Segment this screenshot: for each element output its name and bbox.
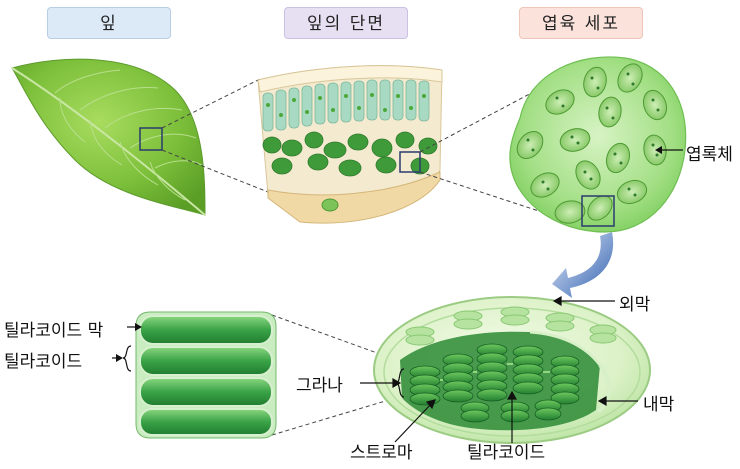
panel-label-mesophyll-cell: 엽육 세포 xyxy=(519,7,643,39)
thylakoid-stack-illustration xyxy=(112,311,277,439)
label-thylakoid: 틸라코이드 xyxy=(467,443,546,463)
grana-stacks xyxy=(409,343,580,423)
leaf-zoom-box xyxy=(139,127,163,151)
label-outer-membrane: 외막 xyxy=(619,295,651,315)
panel-label-leaf-section: 잎의 단면 xyxy=(284,7,408,39)
label-thylakoid-membrane: 틸라코이드 막 xyxy=(4,321,104,341)
label-grana: 그라나 xyxy=(296,376,343,396)
cell-zoom-box xyxy=(581,195,615,227)
section-zoom-box xyxy=(399,151,421,173)
leaf-illustration xyxy=(11,58,206,216)
label-chloroplast: 엽록체 xyxy=(686,145,733,165)
leaf-section-illustration xyxy=(257,65,443,224)
chloroplast-illustration xyxy=(373,296,651,444)
connector-section-cell xyxy=(419,61,591,219)
label-thylakoid-left: 틸라코이드 xyxy=(4,352,83,372)
thylakoid-brace xyxy=(122,345,132,372)
label-stroma: 스트로마 xyxy=(350,443,413,463)
connector-leaf-section xyxy=(161,77,269,193)
zoom-arrow-icon xyxy=(552,232,614,298)
chloroplast-pointers xyxy=(360,295,638,443)
panel-label-leaf: 잎 xyxy=(47,7,171,39)
label-inner-membrane: 내막 xyxy=(643,395,675,415)
mesophyll-cell-illustration xyxy=(509,56,687,233)
